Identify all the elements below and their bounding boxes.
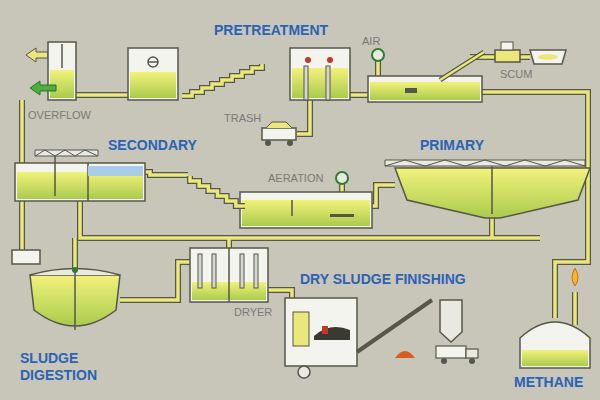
- grit-chamber: [128, 48, 178, 100]
- preaeration-tank: [370, 82, 480, 100]
- screw-conveyor: [182, 64, 262, 96]
- secondary-clarifier: [15, 150, 145, 201]
- aeration-tank: [242, 200, 370, 226]
- sludge-dryer: [190, 248, 268, 302]
- grit-chamber: [148, 61, 158, 63]
- methane-holder: [522, 350, 588, 366]
- sludge-dryer: [228, 248, 230, 302]
- primary-clarifier: [385, 160, 585, 166]
- trash-cart: [287, 140, 293, 146]
- finishing-unit: [436, 346, 466, 358]
- trash-cart: [266, 122, 292, 128]
- part-label: AIR: [360, 35, 382, 48]
- sludge-digester: [12, 250, 40, 264]
- finishing-unit: [285, 298, 478, 378]
- inlet-structure: [30, 81, 56, 95]
- aeration-tank: [336, 172, 348, 184]
- secondary-clarifier: [17, 172, 143, 199]
- bar-screen: [326, 66, 330, 100]
- part-label: SCUM: [498, 68, 534, 81]
- part-label: DRYER: [232, 306, 274, 319]
- grit-chamber: [148, 57, 158, 67]
- secondary-clarifier: [15, 163, 145, 201]
- finishing-unit: [441, 358, 447, 364]
- finishing-unit: [357, 300, 432, 352]
- screw-conveyor: [190, 176, 245, 206]
- screw-conveyor: [190, 176, 245, 206]
- finishing-unit: [395, 351, 415, 358]
- finishing-unit: [469, 358, 475, 364]
- sludge-dryer: [198, 254, 202, 288]
- sludge-dryer: [240, 254, 244, 288]
- finishing-unit: [440, 300, 462, 342]
- sludge-dryer: [190, 248, 268, 302]
- section-heading: SLUDGE DIGESTION: [20, 350, 116, 384]
- bar-screen: [304, 66, 308, 100]
- screw-conveyor: [182, 64, 262, 96]
- sludge-digester: [12, 250, 120, 330]
- bar-screen: [305, 57, 311, 63]
- section-heading: DRY SLUDGE FINISHING: [300, 271, 466, 288]
- preaeration-tank: [368, 76, 482, 102]
- finishing-unit: [314, 327, 350, 340]
- scum-trays: [501, 42, 513, 50]
- bar-screen: [290, 48, 350, 100]
- primary-clarifier: [491, 166, 493, 214]
- secondary-clarifier: [88, 166, 143, 176]
- sludge-dryer: [212, 254, 216, 288]
- aeration-tank: [240, 172, 372, 228]
- scum-trays: [538, 54, 558, 60]
- preaeration-tank: [440, 52, 484, 80]
- grit-chamber: [130, 72, 176, 98]
- secondary-clarifier: [54, 156, 56, 196]
- section-heading: PRETREATMENT: [214, 22, 328, 39]
- part-label: TRASH: [222, 112, 263, 125]
- inlet-structure: [50, 70, 74, 98]
- finishing-unit: [466, 349, 478, 358]
- section-heading: METHANE: [514, 374, 583, 391]
- inlet-structure: [26, 42, 76, 100]
- preaeration-tank: [405, 88, 417, 93]
- section-heading: SECONDARY: [108, 137, 197, 154]
- sludge-digester: [74, 270, 76, 330]
- aeration-tank: [330, 214, 354, 217]
- sludge-dryer: [254, 254, 258, 288]
- inlet-structure: [61, 44, 63, 68]
- sludge-digester: [72, 267, 78, 273]
- scum-trays: [530, 50, 566, 64]
- section-heading: PRIMARY: [420, 137, 484, 154]
- trash-cart: [262, 128, 296, 140]
- bar-screen: [327, 57, 333, 63]
- methane-holder: [520, 322, 590, 368]
- preaeration-tank: [440, 52, 484, 80]
- part-label: OVERFLOW: [26, 109, 93, 122]
- part-label: AERATION: [266, 172, 325, 185]
- scum-trays: [495, 42, 566, 64]
- methane-holder: [520, 268, 590, 368]
- screw-conveyors: [182, 64, 262, 206]
- grit-chamber: [128, 48, 178, 100]
- finishing-unit: [298, 366, 310, 378]
- methane-holder: [572, 268, 578, 286]
- secondary-clarifier: [35, 150, 98, 156]
- preaeration-tank: [372, 49, 384, 61]
- primary-clarifier: [385, 160, 590, 218]
- scum-trays: [495, 50, 520, 62]
- preaeration-tank: [368, 49, 484, 102]
- finishing-unit: [293, 312, 309, 346]
- aeration-tank: [240, 192, 372, 228]
- primary-clarifier: [385, 160, 585, 166]
- finishing-unit: [322, 326, 328, 334]
- inlet-structure: [26, 48, 48, 62]
- bar-screen: [290, 48, 350, 100]
- trash-cart: [265, 140, 271, 146]
- secondary-clarifier: [35, 150, 98, 156]
- aeration-tank: [291, 200, 293, 216]
- bar-screen: [292, 68, 348, 98]
- finishing-unit: [285, 298, 357, 366]
- trash-cart: [262, 122, 296, 146]
